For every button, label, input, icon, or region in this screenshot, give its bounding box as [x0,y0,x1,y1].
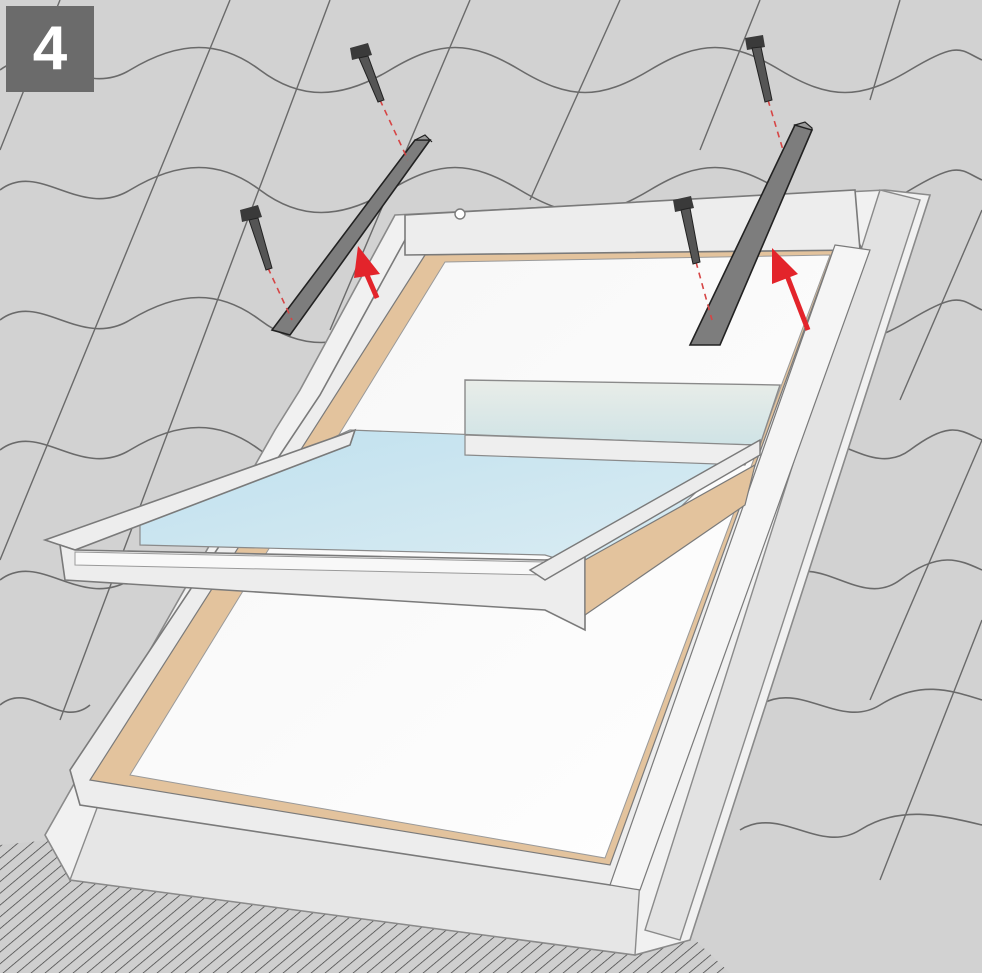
arrow-left [354,246,380,299]
screw-right-bottom [673,196,713,321]
arrow-right [772,248,811,331]
window-sash [42,379,781,632]
screw-left-bottom [240,205,293,321]
motion-arrows [354,246,811,331]
screws [240,35,784,321]
flashing-bracket-right [688,121,814,346]
screw-right-top [745,35,784,151]
screw-left-top [350,43,409,161]
flashing-brackets [270,121,814,346]
step-number-badge: 4 [6,6,94,92]
frame-screw-head [454,208,466,220]
flashing-bracket-left [270,134,433,336]
